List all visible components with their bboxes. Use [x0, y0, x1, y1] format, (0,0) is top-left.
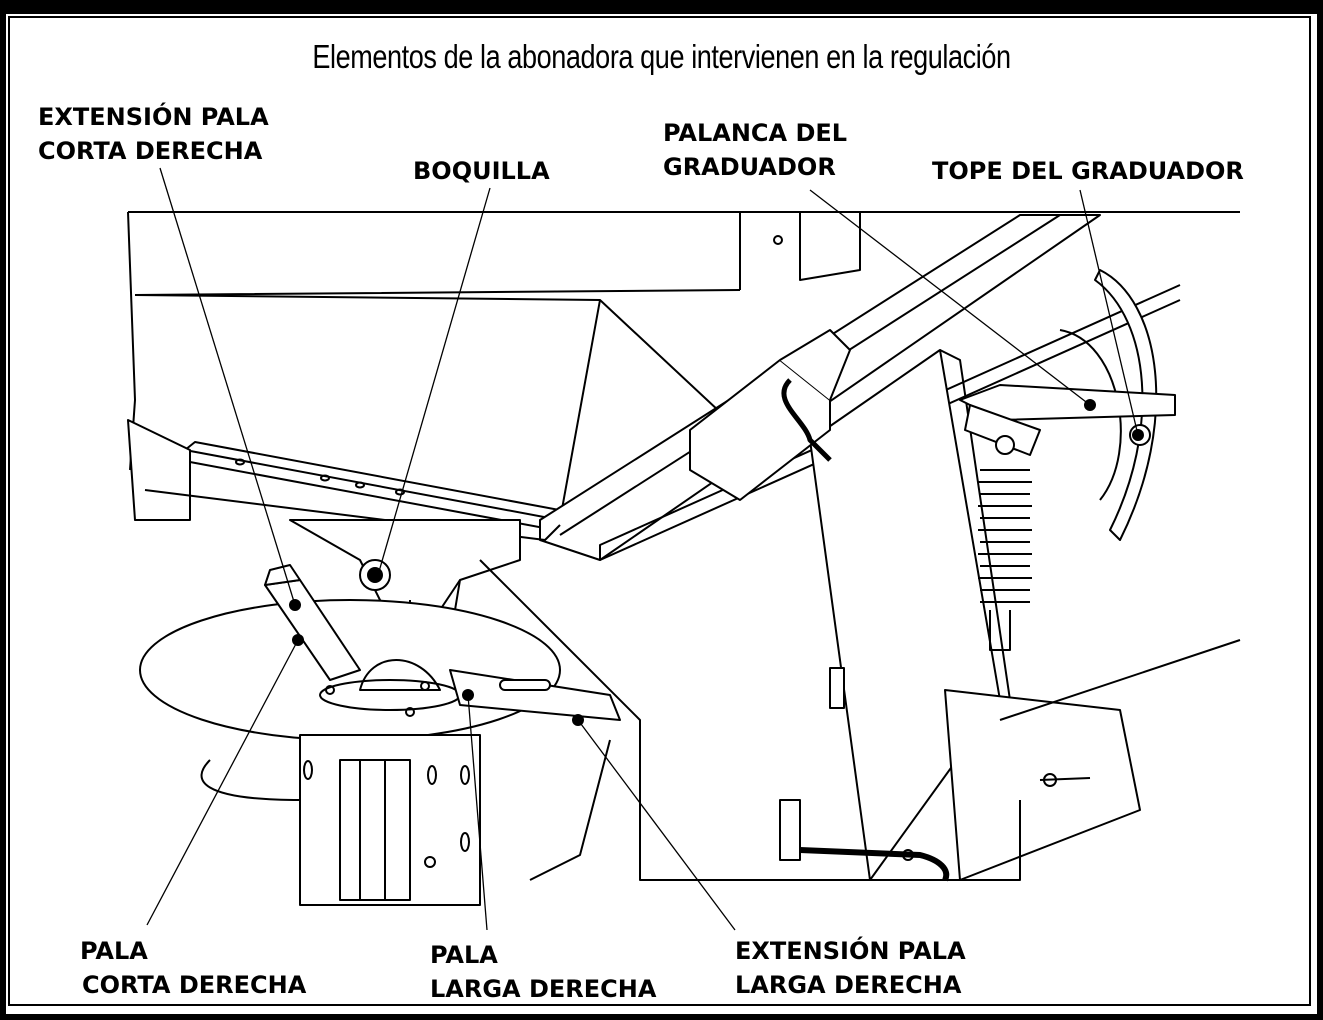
leader-palanca-graduador [809, 189, 1091, 406]
hopper-rail [184, 441, 571, 521]
label-extension-pala-corta: EXTENSIÓN PALA CORTA DERECHA [38, 103, 269, 165]
label-tope-graduador: TOPE DEL GRADUADOR [932, 157, 1244, 185]
inner-frame [8, 16, 1311, 1006]
leader-tope-graduador [1079, 189, 1139, 436]
label-palanca-graduador: PALANCA DEL GRADUADOR [663, 119, 848, 181]
diagram-title: Elementos de la abonadora que interviene… [312, 38, 1011, 75]
graduator-plate [1094, 269, 1158, 541]
label-pala-corta: PALA CORTA DERECHA [80, 937, 307, 999]
leader-pala-corta [146, 639, 299, 926]
leader-pala-larga [467, 694, 488, 931]
label-boquilla: BOQUILLA [413, 157, 550, 185]
leader-extension-pala-larga [577, 719, 736, 931]
label-pala-larga: PALA LARGA DERECHA [430, 941, 657, 1003]
spring [978, 469, 1032, 651]
label-extension-pala-larga: EXTENSIÓN PALA LARGA DERECHA [735, 937, 966, 999]
hopper-lower [479, 559, 1021, 881]
leader-extension-pala-corta [159, 167, 296, 606]
leader-boquilla [377, 187, 491, 576]
long-paddle [449, 669, 621, 721]
